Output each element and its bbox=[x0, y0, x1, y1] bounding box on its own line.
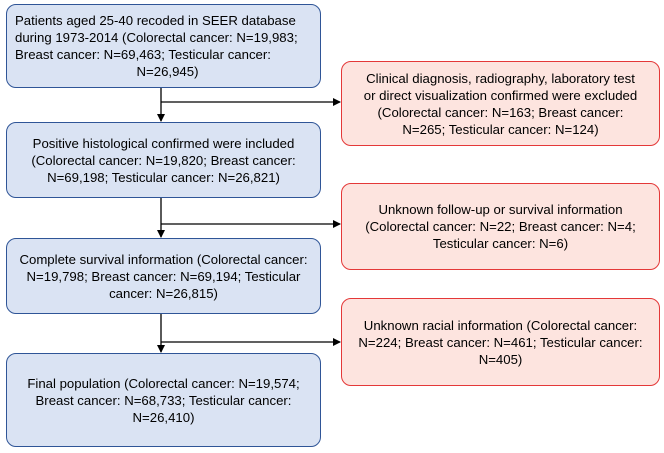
step-text-line: Positive histological confirmed were inc… bbox=[32, 135, 295, 151]
step-text-line: N=26,945) bbox=[136, 64, 199, 79]
step-text-line: N=69,198; Testicular cancer: N=26,821) bbox=[47, 169, 280, 185]
step-box-histology-confirmed: Positive histological confirmed were inc… bbox=[6, 122, 321, 198]
exclusion-text-line: N=265; Testicular cancer: N=124) bbox=[402, 121, 599, 137]
step-text-line: Final population (Colorectal cancer: N=1… bbox=[27, 375, 300, 391]
step-text-line: N=19,798; Breast cancer: N=69,194; Testi… bbox=[26, 268, 301, 284]
exclusion-text-line: Clinical diagnosis, radiography, laborat… bbox=[366, 70, 635, 86]
step-text-line: N=26,410) bbox=[132, 409, 195, 425]
step-text-line: Complete survival information (Colorecta… bbox=[19, 251, 308, 267]
exclusion-text-line: or direct visualization confirmed were e… bbox=[363, 87, 638, 103]
exclusion-text-line: N=224; Breast cancer: N=461; Testicular … bbox=[358, 334, 643, 350]
step-text-line: (Colorectal cancer: N=19,820; Breast can… bbox=[31, 152, 296, 168]
step-text-line: Breast cancer: N=68,733; Testicular canc… bbox=[35, 392, 292, 408]
step-text-line: during 1973-2014 (Colorectal cancer: N=1… bbox=[15, 30, 298, 45]
exclusion-text-line: (Colorectal cancer: N=163; Breast cancer… bbox=[377, 104, 624, 120]
step-text-line: Patients aged 25-40 recoded in SEER data… bbox=[15, 13, 296, 28]
step-box-final-population: Final population (Colorectal cancer: N=1… bbox=[6, 353, 321, 447]
exclusion-box-non-histological: Clinical diagnosis, radiography, laborat… bbox=[341, 61, 660, 146]
step-box-initial-cohort: Patients aged 25-40 recoded in SEER data… bbox=[6, 4, 321, 88]
exclusion-box-unknown-follow-up: Unknown follow-up or survival informatio… bbox=[341, 183, 660, 270]
step-text-line: cancer: N=26,815) bbox=[109, 285, 218, 301]
exclusion-box-unknown-race: Unknown racial information (Colorectal c… bbox=[341, 298, 660, 386]
exclusion-text-line: (Colorectal cancer: N=22; Breast cancer:… bbox=[365, 219, 636, 234]
exclusion-text-line: Testicular cancer: N=6) bbox=[432, 236, 569, 251]
step-box-survival-info: Complete survival information (Colorecta… bbox=[6, 238, 321, 314]
step-text-line: Breast cancer: N=69,463; Testicular canc… bbox=[15, 47, 271, 62]
exclusion-text-line: N=405) bbox=[478, 351, 523, 367]
exclusion-text-line: Unknown follow-up or survival informatio… bbox=[378, 202, 623, 217]
exclusion-text-line: Unknown racial information (Colorectal c… bbox=[363, 317, 638, 333]
